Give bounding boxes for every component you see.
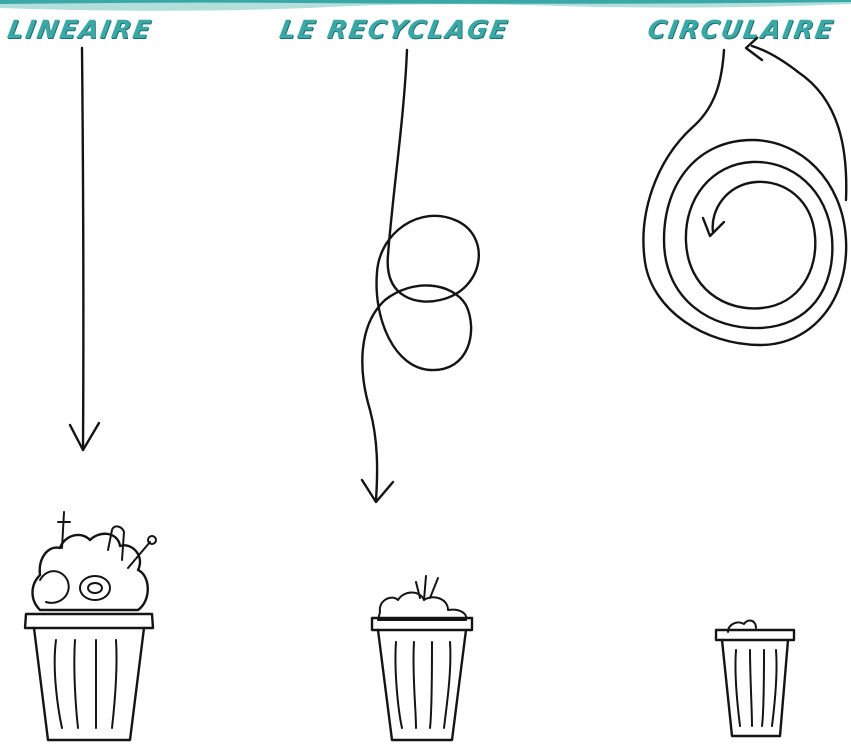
trash-bin-empty (714, 619, 796, 738)
trash-bin-full (23, 511, 157, 742)
recycling-loop-arrow (360, 48, 480, 504)
linear-arrow (68, 46, 101, 452)
header-band (0, 0, 851, 11)
circular-spiral-arrow (642, 36, 848, 347)
trash-bin-half (370, 575, 474, 742)
